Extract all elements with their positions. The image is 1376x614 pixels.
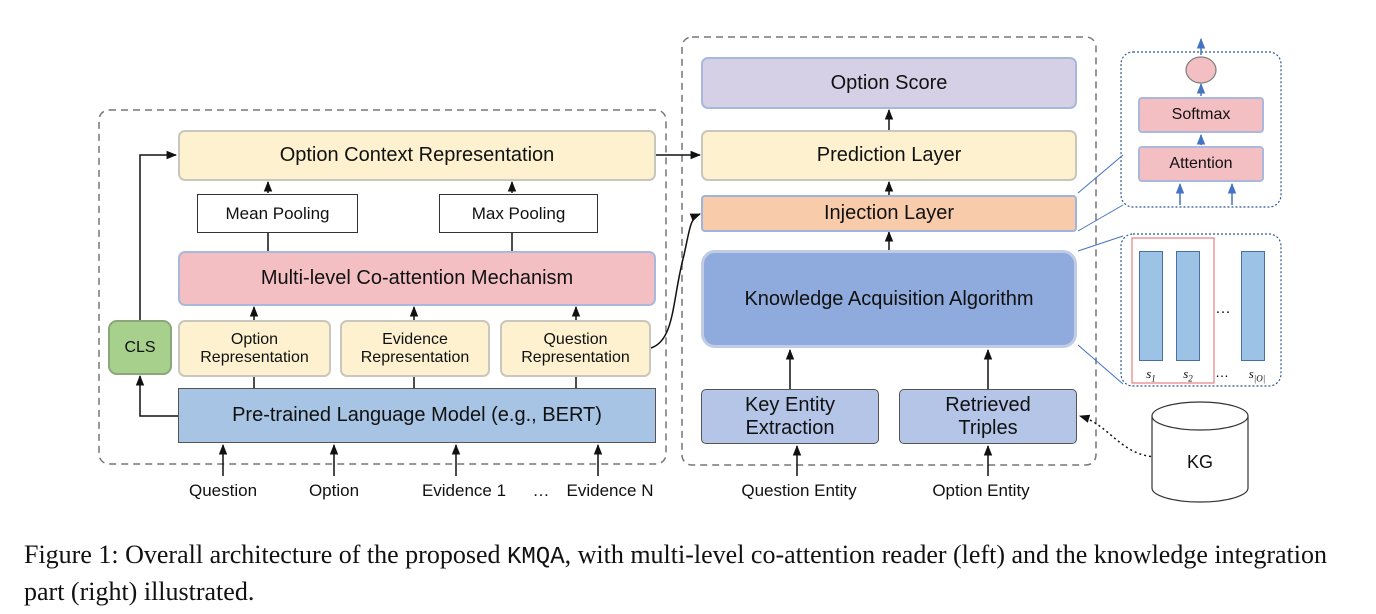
softmax-box: Softmax — [1138, 97, 1264, 133]
injection-layer: Injection Layer — [701, 195, 1077, 232]
input-question-entity: Question Entity — [741, 481, 857, 500]
mean-pooling-label: Mean Pooling — [225, 203, 330, 223]
option-representation: Option Representation — [178, 320, 331, 377]
input-question: Question — [188, 481, 258, 500]
max-pooling-box: Max Pooling — [439, 194, 598, 233]
score-bar-2 — [1176, 251, 1200, 361]
knowledge-acquisition-algorithm: Knowledge Acquisition Algorithm — [701, 250, 1077, 348]
question-rep-line2: Representation — [521, 348, 630, 366]
prediction-layer: Prediction Layer — [701, 130, 1077, 181]
score-label-last: s|O| — [1248, 366, 1266, 384]
evidence-rep-line2: Representation — [360, 348, 470, 366]
retrieved-line2: Triples — [958, 416, 1018, 439]
score-bar-last — [1241, 251, 1265, 361]
cls-label: CLS — [124, 338, 156, 356]
scores-ellipsis-top: … — [1215, 300, 1231, 317]
injection-layer-label: Injection Layer — [823, 202, 955, 225]
softmax-label: Softmax — [1171, 106, 1231, 124]
kg-label: KG — [1186, 452, 1214, 472]
scores-detail-frame — [1120, 233, 1282, 387]
evidence-rep-line1: Evidence — [382, 330, 448, 348]
input-option-entity: Option Entity — [932, 481, 1030, 500]
question-rep-line1: Question — [543, 330, 608, 348]
caption-prefix: Figure 1: Overall architecture of the pr… — [24, 540, 507, 569]
kg-cylinder — [1151, 401, 1249, 503]
evidence-representation: Evidence Representation — [340, 320, 490, 377]
option-rep-line1: Option — [230, 330, 279, 348]
input-option: Option — [308, 481, 360, 500]
retrieved-triples: Retrieved Triples — [899, 389, 1077, 444]
option-score-label: Option Score — [830, 71, 948, 94]
pretrained-language-model: Pre-trained Language Model (e.g., BERT) — [178, 388, 656, 443]
caption-suffix: , with multi-level co-attention reader (… — [24, 540, 1328, 606]
attention-output-node — [1185, 56, 1217, 84]
prediction-layer-label: Prediction Layer — [816, 144, 962, 167]
score-label-2: s2 — [1183, 366, 1193, 384]
input-evidence-1: Evidence 1 — [421, 481, 507, 500]
key-entity-line2: Extraction — [745, 416, 835, 439]
option-score: Option Score — [701, 57, 1077, 109]
coattention-label: Multi-level Co-attention Mechanism — [260, 267, 574, 290]
plm-label: Pre-trained Language Model (e.g., BERT) — [232, 404, 602, 427]
option-rep-line2: Representation — [200, 348, 309, 366]
attention-label: Attention — [1169, 155, 1233, 173]
option-context-representation: Option Context Representation — [178, 130, 656, 181]
max-pooling-label: Max Pooling — [471, 203, 566, 223]
cls-token: CLS — [108, 320, 172, 375]
score-label-1: s1 — [1146, 366, 1156, 384]
score-bar-1 — [1139, 251, 1163, 361]
question-representation: Question Representation — [500, 320, 651, 377]
mean-pooling-box: Mean Pooling — [197, 194, 358, 233]
right-module-frame — [681, 36, 1097, 466]
retrieved-line1: Retrieved — [945, 394, 1031, 417]
option-context-label: Option Context Representation — [279, 144, 555, 167]
scores-ellipsis-bottom: … — [1215, 364, 1229, 380]
input-ellipsis: … — [532, 481, 550, 500]
caption-model-name: KMQA — [507, 544, 565, 571]
key-entity-line1: Key Entity — [744, 394, 836, 417]
figure-caption: Figure 1: Overall architecture of the pr… — [24, 538, 1359, 609]
key-entity-extraction: Key Entity Extraction — [701, 389, 879, 444]
coattention-mechanism: Multi-level Co-attention Mechanism — [178, 251, 656, 306]
input-evidence-n: Evidence N — [566, 481, 654, 500]
attention-box: Attention — [1138, 146, 1264, 182]
kaa-label: Knowledge Acquisition Algorithm — [744, 287, 1034, 310]
